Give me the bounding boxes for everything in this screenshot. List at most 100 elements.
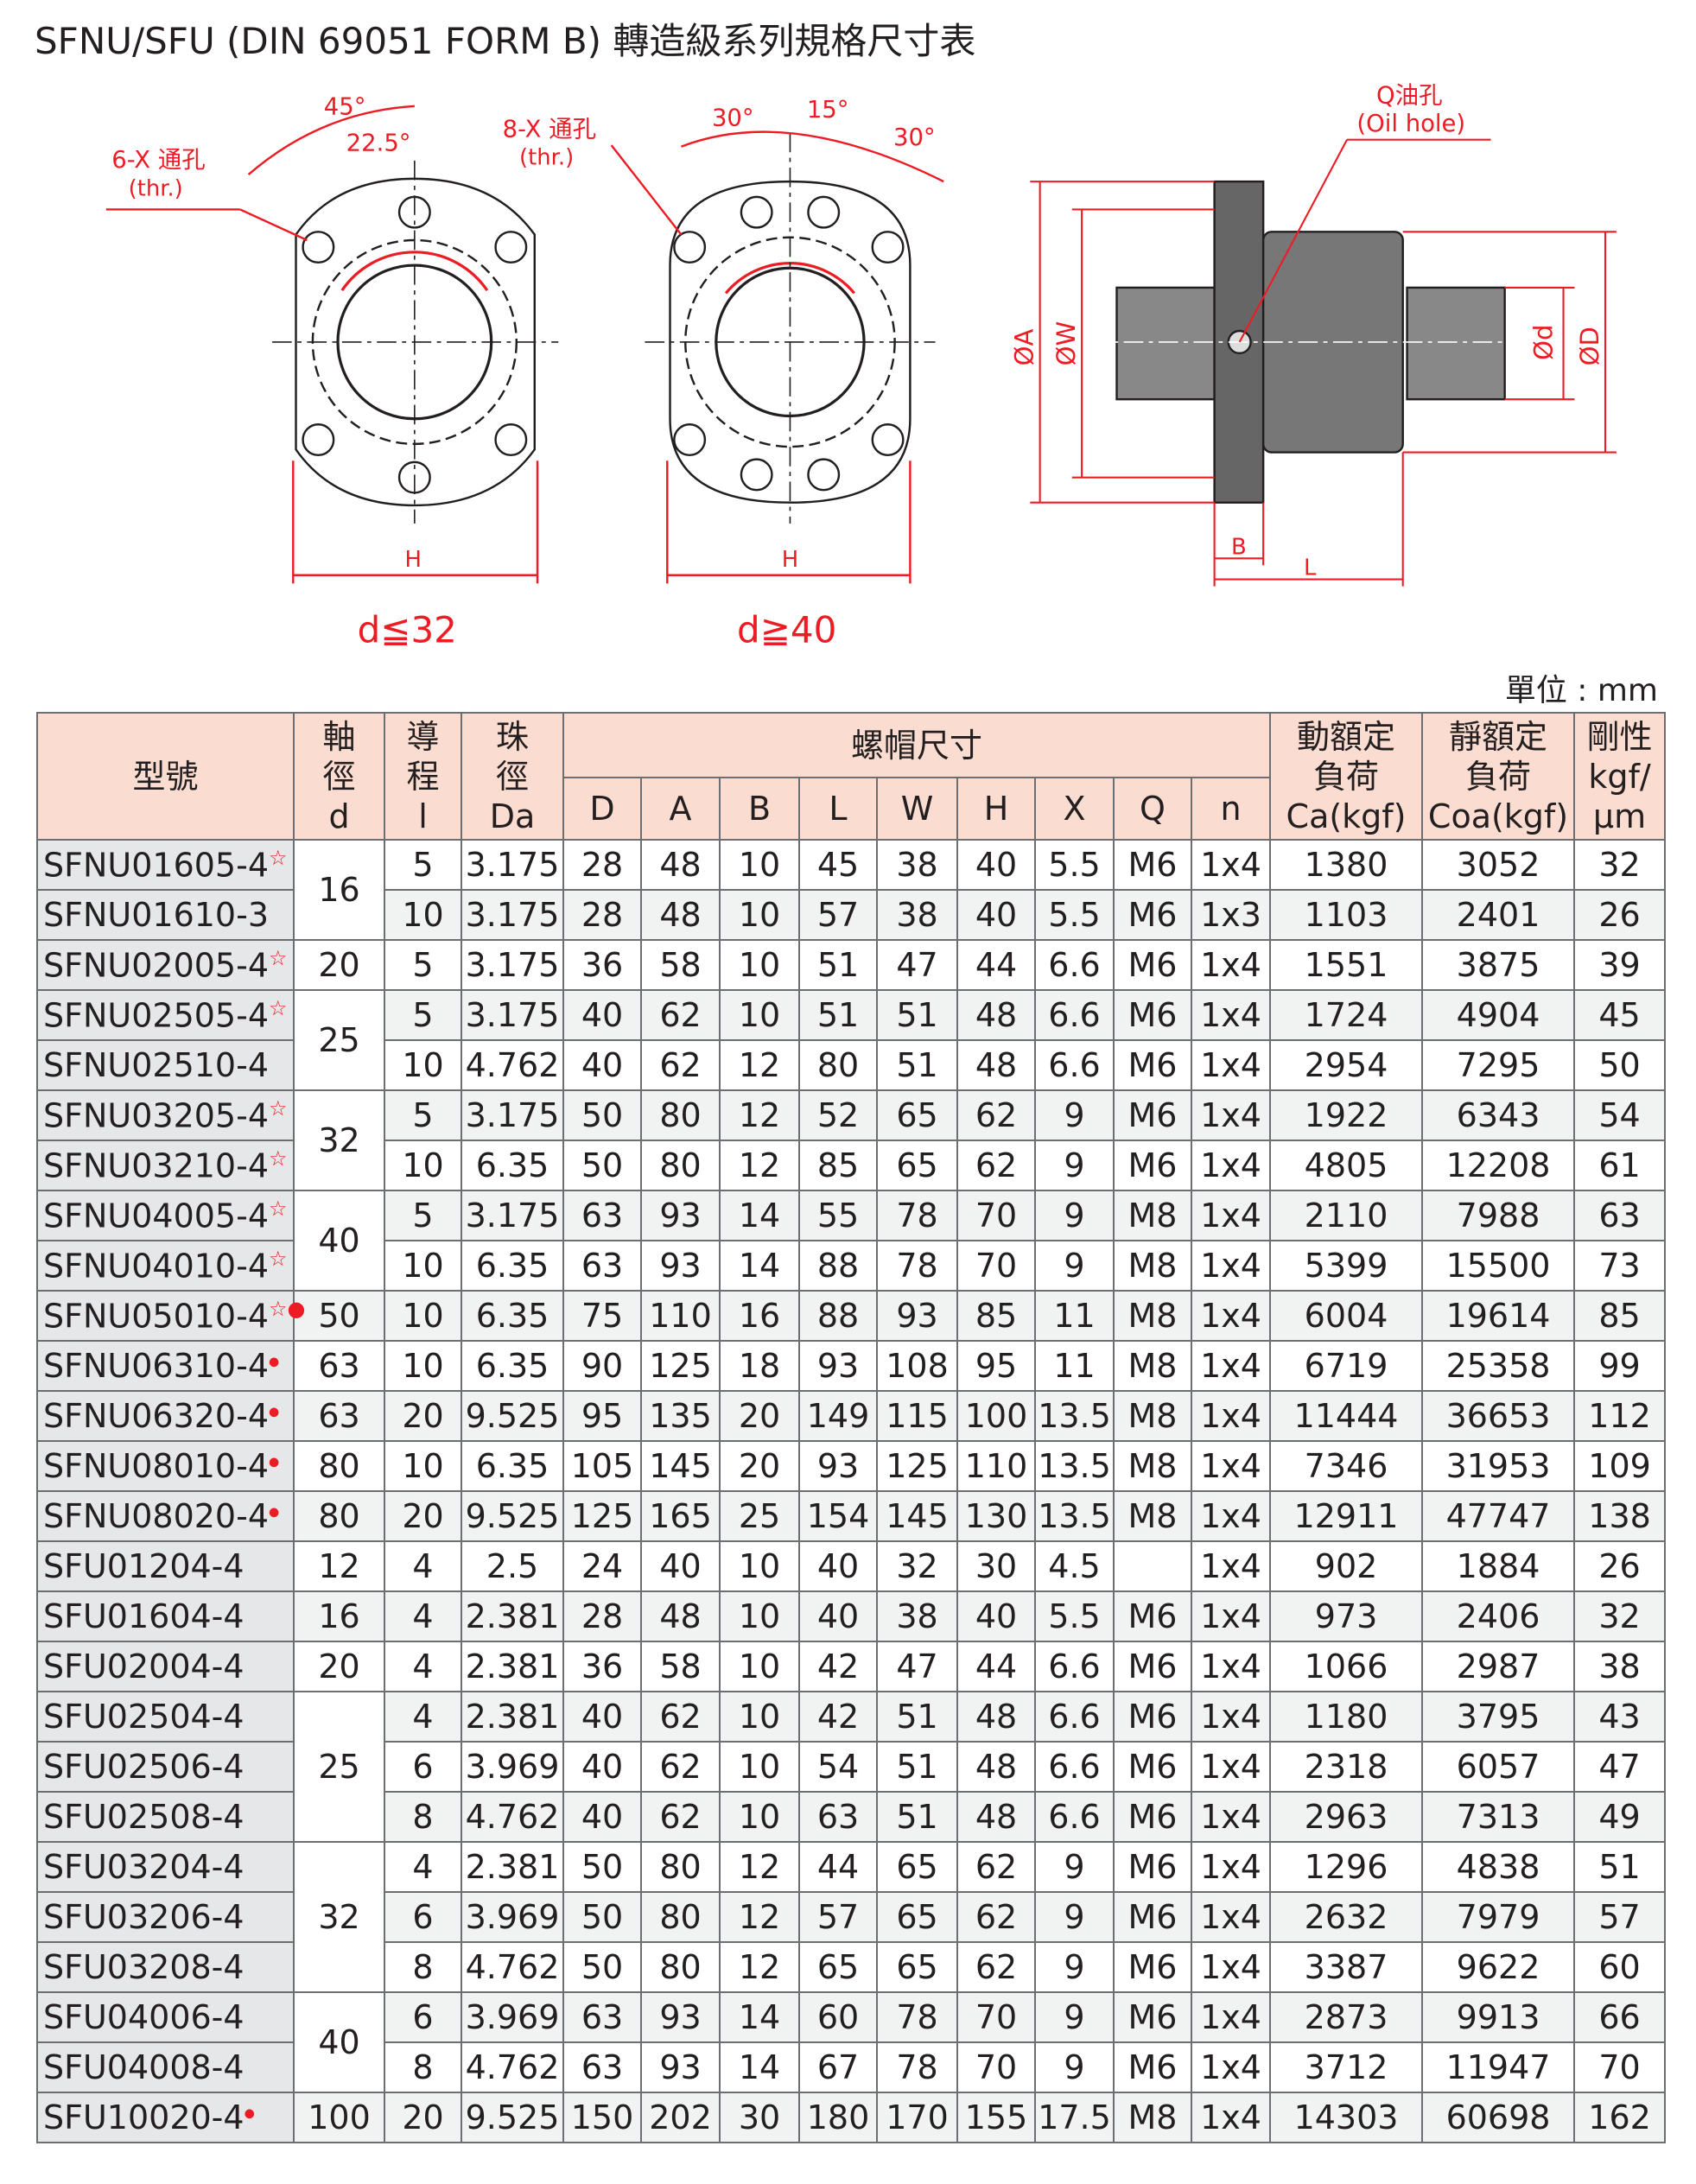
ball-dia-cell: 6.35 xyxy=(461,1140,564,1191)
ca-cell: 2318 xyxy=(1269,1741,1424,1793)
rigidity-cell: 39 xyxy=(1573,939,1667,991)
w-cell: 47 xyxy=(876,939,958,991)
n-cell: 1x4 xyxy=(1190,1540,1272,1592)
l-cell: 54 xyxy=(798,1741,878,1793)
l-cell: 88 xyxy=(798,1290,878,1342)
model-cell: SFU03208-4 xyxy=(36,1941,295,1993)
x-cell: 11 xyxy=(1034,1290,1115,1342)
l-cell: 40 xyxy=(798,1590,878,1642)
dim-bigd-label: ØD xyxy=(1575,327,1604,365)
n-cell: 1x4 xyxy=(1190,2092,1272,2143)
b-cell: 10 xyxy=(719,839,800,891)
ball-dia-cell: 9.525 xyxy=(461,2092,564,2143)
header-a: A xyxy=(640,777,721,841)
lead-cell: 5 xyxy=(384,989,462,1041)
x-cell: 5.5 xyxy=(1034,839,1115,891)
coa-cell: 9913 xyxy=(1421,1991,1576,2043)
w-cell: 38 xyxy=(876,889,958,941)
ball-dia-cell: 3.969 xyxy=(461,1991,564,2043)
ball-dia-cell: 3.175 xyxy=(461,839,564,891)
q-cell: M8 xyxy=(1113,1490,1192,1542)
shaft-diameter-cell: 80 xyxy=(293,1490,385,1542)
lead-cell: 20 xyxy=(384,2092,462,2143)
b-cell: 10 xyxy=(719,1741,800,1793)
d-cell: 125 xyxy=(562,1490,642,1542)
header-model: 型號 xyxy=(36,712,295,841)
rigidity-cell: 57 xyxy=(1573,1891,1667,1943)
hole-label: 8-X 通孔 xyxy=(503,116,596,143)
q-cell: M6 xyxy=(1113,1039,1192,1091)
b-cell: 10 xyxy=(719,939,800,991)
ca-cell: 14303 xyxy=(1269,2092,1424,2143)
a-cell: 58 xyxy=(640,939,721,991)
q-cell: M6 xyxy=(1113,1791,1192,1843)
ball-dia-cell: 2.381 xyxy=(461,1641,564,1692)
ca-cell: 902 xyxy=(1269,1540,1424,1592)
d-cell: 40 xyxy=(562,1791,642,1843)
dot-mark: ● xyxy=(269,1455,280,1470)
rigidity-cell: 26 xyxy=(1573,889,1667,941)
x-cell: 9 xyxy=(1034,1941,1115,1993)
ball-dia-cell: 2.381 xyxy=(461,1841,564,1893)
a-cell: 80 xyxy=(640,1140,721,1191)
lead-cell: 20 xyxy=(384,1390,462,1442)
b-cell: 20 xyxy=(719,1440,800,1492)
ball-dia-cell: 6.35 xyxy=(461,1290,564,1342)
q-cell: M6 xyxy=(1113,1691,1192,1743)
model-cell: SFNU04010-4☆ xyxy=(36,1240,295,1292)
ca-cell: 6004 xyxy=(1269,1290,1424,1342)
rigidity-cell: 85 xyxy=(1573,1290,1667,1342)
coa-cell: 9622 xyxy=(1421,1941,1576,1993)
coa-cell: 19614 xyxy=(1421,1290,1576,1342)
q-cell: M6 xyxy=(1113,1089,1192,1141)
caption-large: d≧40 xyxy=(737,608,836,651)
lead-cell: 5 xyxy=(384,939,462,991)
page-title: SFNU/SFU (DIN 69051 FORM B) 轉造級系列規格尺寸表 xyxy=(35,20,976,62)
n-cell: 1x4 xyxy=(1190,1841,1272,1893)
ball-dia-cell: 4.762 xyxy=(461,1039,564,1091)
l-cell: 51 xyxy=(798,939,878,991)
x-cell: 9 xyxy=(1034,1841,1115,1893)
ca-cell: 4805 xyxy=(1269,1140,1424,1191)
d-cell: 105 xyxy=(562,1440,642,1492)
h-cell: 40 xyxy=(956,839,1036,891)
l-cell: 93 xyxy=(798,1440,878,1492)
star-mark: ☆ xyxy=(269,945,288,970)
l-cell: 42 xyxy=(798,1641,878,1692)
q-cell: M8 xyxy=(1113,1190,1192,1241)
b-cell: 12 xyxy=(719,1140,800,1191)
d-cell: 40 xyxy=(562,1741,642,1793)
l-cell: 149 xyxy=(798,1390,878,1442)
thr-label: (thr.) xyxy=(129,175,183,201)
h-cell: 155 xyxy=(956,2092,1036,2143)
n-cell: 1x4 xyxy=(1190,989,1272,1041)
x-cell: 6.6 xyxy=(1034,1641,1115,1692)
shaft-diameter-cell: 63 xyxy=(293,1340,385,1392)
h-cell: 95 xyxy=(956,1340,1036,1392)
dim-w-label: ØW xyxy=(1051,321,1081,366)
n-cell: 1x4 xyxy=(1190,1791,1272,1843)
shaft-diameter-cell: 40 xyxy=(293,1190,385,1292)
coa-cell: 6343 xyxy=(1421,1089,1576,1141)
a-cell: 165 xyxy=(640,1490,721,1542)
q-cell: M6 xyxy=(1113,1641,1192,1692)
x-cell: 13.5 xyxy=(1034,1490,1115,1542)
coa-cell: 7313 xyxy=(1421,1791,1576,1843)
h-cell: 62 xyxy=(956,1841,1036,1893)
shaft-diameter-cell: 20 xyxy=(293,939,385,991)
ca-cell: 1296 xyxy=(1269,1841,1424,1893)
lead-cell: 10 xyxy=(384,1340,462,1392)
coa-cell: 31953 xyxy=(1421,1440,1576,1492)
flange-view-small xyxy=(272,160,559,524)
rigidity-cell: 99 xyxy=(1573,1340,1667,1392)
lead-cell: 10 xyxy=(384,1039,462,1091)
a-cell: 62 xyxy=(640,1691,721,1743)
q-cell: M6 xyxy=(1113,1891,1192,1943)
model-cell: SFU03204-4 xyxy=(36,1841,295,1893)
